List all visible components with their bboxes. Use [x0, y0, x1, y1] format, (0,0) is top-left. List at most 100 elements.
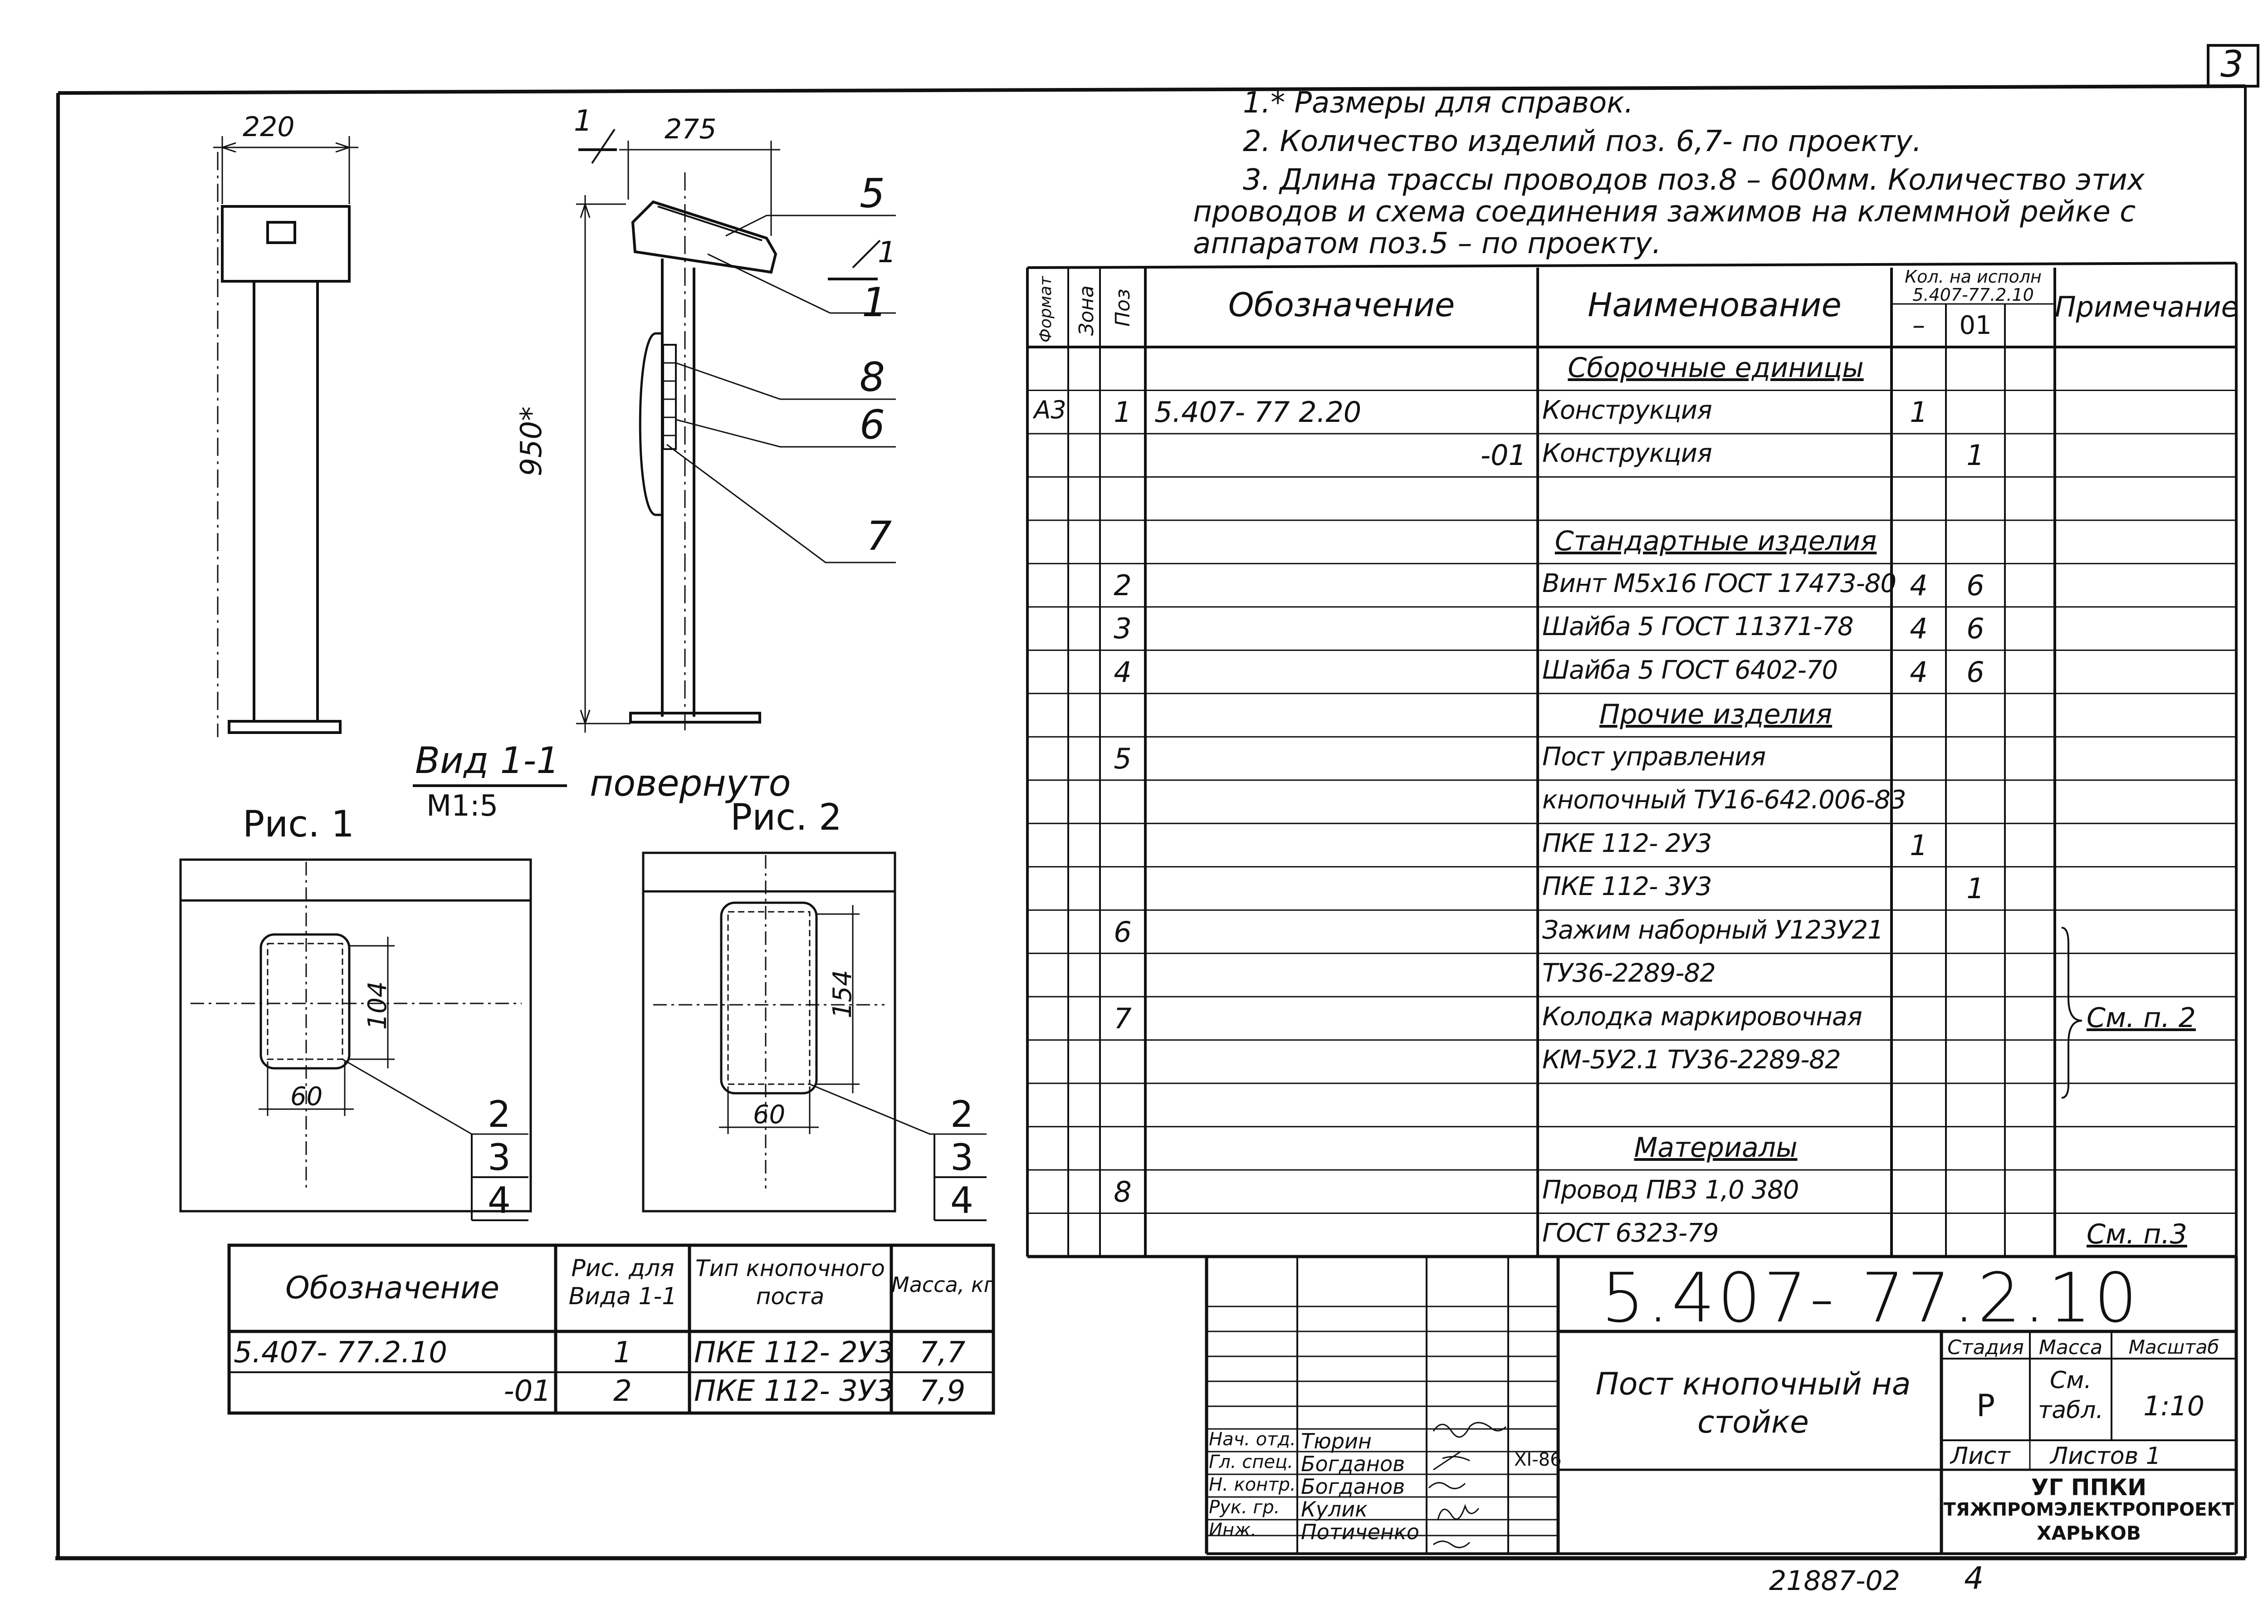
spec-cell-pos: 1 — [1114, 395, 1132, 429]
fig2-callout-3: 3 — [950, 1136, 973, 1179]
scale-value: 1:10 — [2143, 1390, 2204, 1422]
spec-header-note: Примечание — [2055, 290, 2239, 323]
spec-header-format: Формат — [1036, 276, 1055, 342]
variant-cell: -01 — [503, 1375, 551, 1408]
callout-7: 7 — [866, 513, 892, 559]
fig2-dim-154: 154 — [828, 970, 857, 1018]
title-block-lines — [1205, 1257, 2238, 1555]
spec-cell-name: кнопочный ТУ16-642.006-83 — [1542, 785, 1906, 815]
variant-table-lines — [227, 1243, 995, 1415]
spec-cell-pos: 3 — [1114, 612, 1132, 646]
callout-8: 8 — [860, 354, 885, 401]
spec-cell-pos: 6 — [1114, 915, 1132, 949]
signer-role: Нач. отд. — [1209, 1429, 1295, 1450]
spec-cell-qty-01: 1 — [1966, 439, 1984, 472]
org-line-2: ТЯЖПРОМЭЛЕКТРОПРОЕКТ — [1943, 1499, 2234, 1520]
side-view — [576, 128, 896, 735]
spec-row-lines — [1027, 389, 2236, 1214]
spec-cell-name: Пост управления — [1542, 742, 1766, 772]
callout-1: 1 — [862, 279, 887, 326]
spec-header-pos: Поз — [1111, 289, 1134, 327]
signer-role: Гл. спец. — [1209, 1452, 1293, 1472]
dim-220: 220 — [243, 111, 295, 143]
note-2: 2. Количество изделий поз. 6,7- по проек… — [1243, 125, 1922, 158]
fig1-callout-2: 2 — [488, 1093, 511, 1135]
doc-title: Пост кнопочный на стойке — [1595, 1366, 1911, 1440]
spec-cell-qty-01: 6 — [1966, 612, 1984, 646]
variant-cell: 7,7 — [919, 1336, 966, 1370]
dim-950: 950* — [515, 406, 548, 476]
stage-value: Р — [1976, 1388, 1995, 1424]
spec-cell-qty-base: 1 — [1910, 395, 1928, 429]
spec-cell-name: Зажим наборный У123У21 — [1542, 915, 1884, 945]
signer-name: Кулик — [1301, 1497, 1368, 1521]
doc-number: 5.407- 77.2.10 — [1601, 1259, 2140, 1338]
scale-label: Масштаб — [2128, 1336, 2219, 1358]
spec-cell-name: ТУ36-2289-82 — [1542, 959, 1716, 988]
spec-cell-name: ПКЕ 112- 3У3 — [1542, 872, 1712, 902]
variant-cell: ПКЕ 112- 3У3 — [694, 1375, 894, 1408]
spec-cell-designation: 5.407- 77 2.20 — [1154, 395, 1362, 429]
note-3: 3. Длина трассы проводов поз.8 – 600мм. … — [1243, 163, 2145, 197]
spec-cell-qty-base: 4 — [1910, 612, 1928, 646]
spec-cell-pos: 8 — [1114, 1175, 1132, 1208]
fig1-dim-104: 104 — [363, 981, 392, 1030]
callout-5: 5 — [860, 170, 885, 217]
spec-section-title: Прочие изделия — [1599, 699, 1833, 731]
variant-header-fig: Рис. для Вида 1-1 — [568, 1255, 677, 1310]
spec-header-qty: Кол. на исполн — [1905, 267, 2042, 287]
fig1-dim-60: 60 — [290, 1082, 323, 1111]
note-1: 1.* Размеры для справок. — [1243, 86, 1634, 120]
variant-cell: ПКЕ 112- 2У3 — [694, 1336, 894, 1370]
mass-label: Масса — [2038, 1336, 2103, 1359]
fig1-callout-4: 4 — [488, 1179, 511, 1222]
sign-date: XI-86 — [1514, 1449, 1562, 1470]
spec-cell-pos: 5 — [1114, 742, 1132, 775]
spec-section-title: Материалы — [1634, 1132, 1798, 1164]
spec-cell-note: См. п.3 — [2087, 1218, 2187, 1250]
view-title: Вид 1-1 — [415, 739, 560, 782]
spec-header-qty-dash: – — [1912, 311, 1925, 340]
spec-cell-name: Колодка маркировочная — [1542, 1002, 1862, 1032]
fig1-title: Рис. 1 — [243, 803, 354, 845]
variant-cell: 1 — [613, 1336, 632, 1370]
archive-number: 21887-02 — [1769, 1565, 1900, 1597]
spec-cell-name: Винт М5х16 ГОСТ 17473-80 — [1542, 568, 1897, 598]
front-view — [213, 136, 358, 737]
mass-value: См. табл. — [2038, 1367, 2103, 1424]
variant-header-mass: Масса, кг — [891, 1272, 995, 1297]
signer-role: Инж. — [1209, 1520, 1256, 1541]
spec-cell-name: Конструкция — [1542, 439, 1712, 469]
spec-header-zone: Зона — [1075, 285, 1098, 336]
spec-cell-pos: 7 — [1114, 1002, 1132, 1035]
spec-cell-qty-01: 6 — [1966, 568, 1984, 602]
note-3-cont: проводов и схема соединения зажимов на к… — [1193, 195, 2136, 229]
spec-section-title: Стандартные изделия — [1554, 525, 1877, 558]
note-3-end: аппаратом поз.5 – по проекту. — [1193, 227, 1662, 260]
spec-cell-qty-01: 6 — [1966, 655, 1984, 689]
spec-cell-note: См. п. 2 — [2087, 1002, 2196, 1034]
stage-label: Стадия — [1947, 1336, 2024, 1359]
spec-cell-designation: -01 — [1480, 439, 1526, 472]
page-number: 4 — [1964, 1560, 1984, 1596]
sheet-number: 3 — [2220, 43, 2244, 85]
signer-name: Богданов — [1301, 1474, 1405, 1499]
spec-header-name: Наименование — [1588, 286, 1842, 324]
spec-cell-qty-01: 1 — [1966, 872, 1984, 905]
section-mark-right: 1 — [878, 236, 896, 269]
callout-6: 6 — [860, 401, 885, 448]
fig2-drawing — [642, 851, 987, 1221]
signer-name: Потиченко — [1301, 1520, 1419, 1544]
fig2-callout-2: 2 — [950, 1093, 973, 1135]
variant-header-type: Тип кнопочного поста — [695, 1255, 885, 1310]
fig2-dim-60: 60 — [753, 1100, 786, 1130]
org-line-3: ХАРЬКОВ — [2037, 1522, 2141, 1544]
view-scale: М1:5 — [426, 789, 499, 823]
view-note: повернуто — [590, 762, 791, 804]
spec-cell-format: А3 — [1034, 395, 1066, 424]
signer-role: Н. контр. — [1209, 1474, 1295, 1495]
signatures — [1428, 1422, 1507, 1548]
dim-275: 275 — [665, 113, 717, 145]
spec-cell-name: ПКЕ 112- 2У3 — [1542, 828, 1712, 858]
